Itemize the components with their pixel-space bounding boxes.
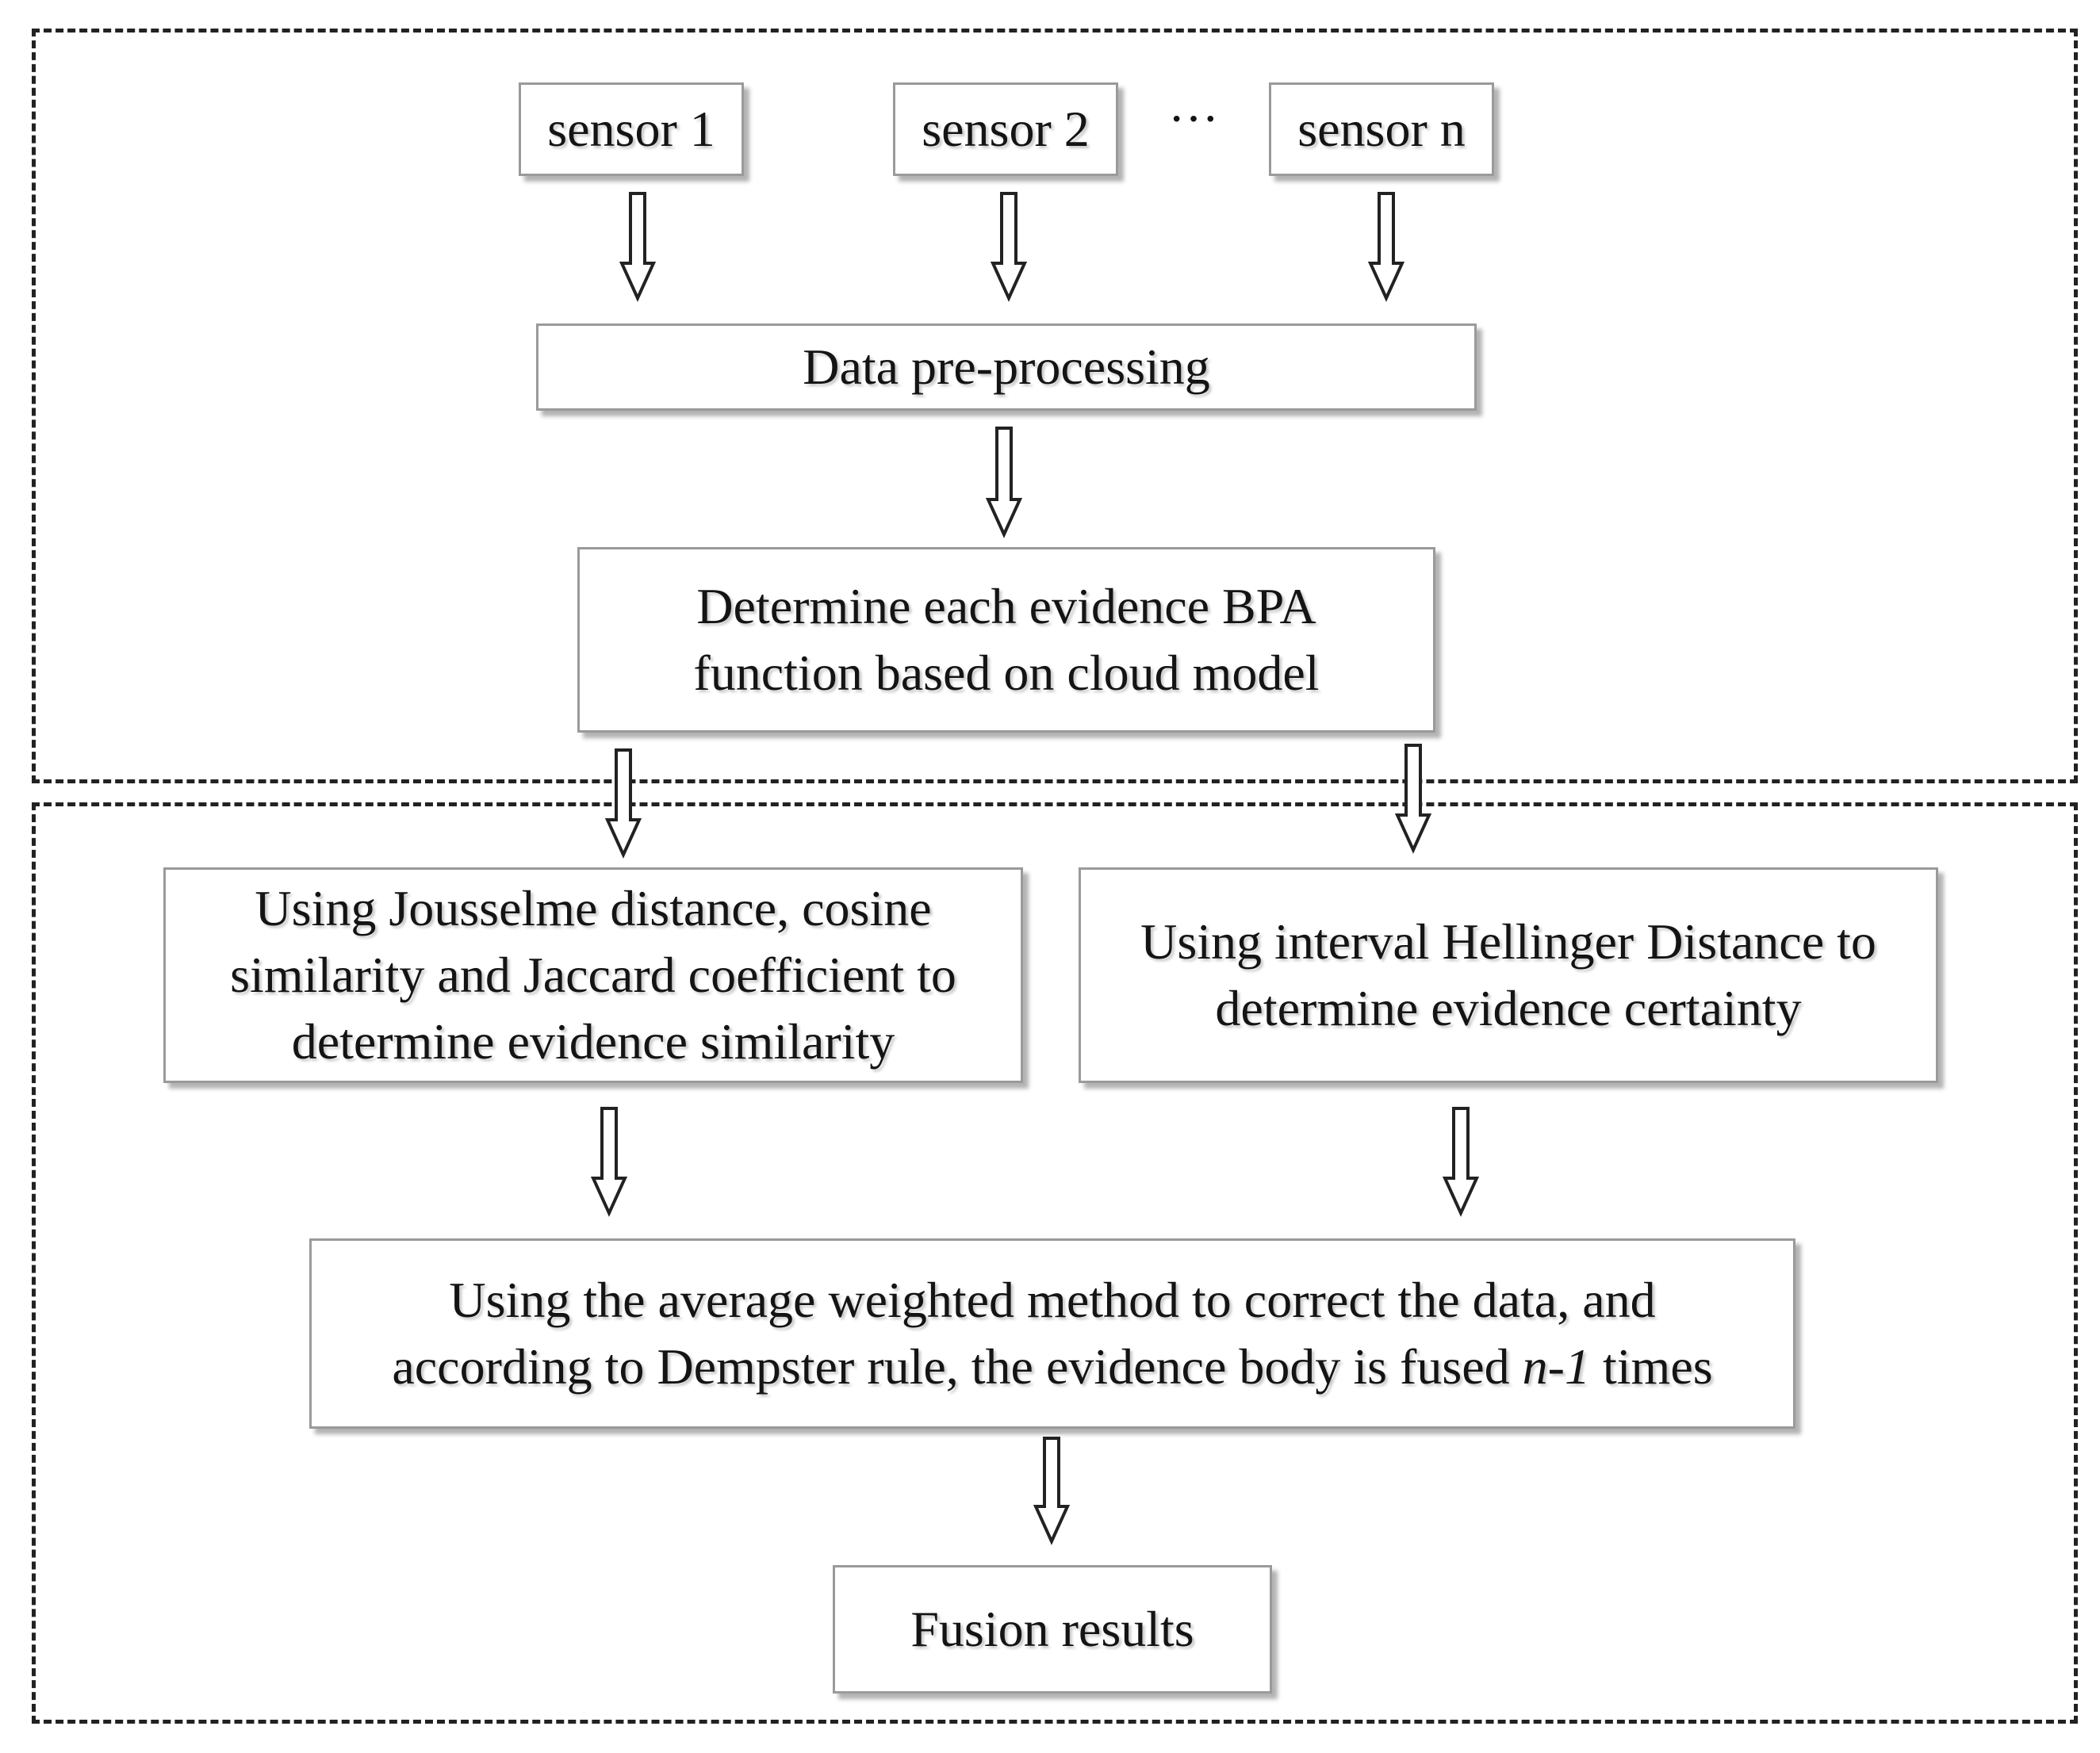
sensor-2-label: sensor 2 <box>922 101 1090 157</box>
arrow-sensor-1-to-preprocessing <box>619 192 657 302</box>
sensor-n-box: sensor n <box>1269 82 1494 176</box>
arrow-preprocessing-to-bpa <box>985 427 1023 538</box>
arrow-sensor-n-to-preprocessing <box>1367 192 1405 302</box>
fusion-results-box: Fusion results <box>833 1565 1272 1694</box>
upper-stage-dashed-frame <box>32 29 2078 783</box>
weighted-correction-line-2-suffix: times <box>1589 1338 1713 1395</box>
sensor-2-box: sensor 2 <box>893 82 1118 176</box>
evidence-similarity-line-3: determine evidence similarity <box>291 1013 895 1070</box>
weighted-correction-line-2: according to Dempster rule, the evidence… <box>392 1334 1712 1400</box>
arrow-similarity-to-correction <box>590 1107 628 1217</box>
arrow-bpa-to-similarity <box>604 748 642 859</box>
sensor-n-label: sensor n <box>1297 101 1466 157</box>
bpa-function-box: Determine each evidence BPA function bas… <box>577 547 1435 733</box>
fusion-results-label: Fusion results <box>910 1601 1194 1657</box>
arrow-certainty-to-correction <box>1442 1107 1480 1217</box>
lower-stage-dashed-frame <box>32 802 2078 1724</box>
arrow-sensor-2-to-preprocessing <box>990 192 1028 302</box>
arrow-bpa-to-certainty <box>1394 744 1432 854</box>
evidence-certainty-line-1: Using interval Hellinger Distance to <box>1140 913 1876 970</box>
evidence-similarity-line-1: Using Jousselme distance, cosine <box>255 880 932 936</box>
evidence-certainty-line-2: determine evidence certainty <box>1215 980 1802 1036</box>
data-preprocessing-box: Data pre-processing <box>536 323 1477 411</box>
evidence-certainty-box: Using interval Hellinger Distance to det… <box>1079 867 1938 1083</box>
more-sensors-ellipsis: ··· <box>1168 90 1219 147</box>
bpa-function-line-2: function based on cloud model <box>693 645 1320 701</box>
evidence-similarity-box: Using Jousselme distance, cosine similar… <box>163 867 1023 1083</box>
sensor-1-label: sensor 1 <box>547 101 715 157</box>
evidence-similarity-line-2: similarity and Jaccard coefficient to <box>230 947 956 1003</box>
fusion-count-expression: n-1 <box>1522 1338 1590 1395</box>
weighted-correction-line-2-prefix: according to Dempster rule, the evidence… <box>392 1338 1523 1395</box>
weighted-correction-line-1: Using the average weighted method to cor… <box>449 1272 1656 1328</box>
data-preprocessing-label: Data pre-processing <box>803 339 1210 395</box>
arrow-correction-to-fusion <box>1033 1437 1071 1545</box>
sensor-1-box: sensor 1 <box>519 82 744 176</box>
weighted-correction-fusion-box: Using the average weighted method to cor… <box>309 1238 1795 1429</box>
bpa-function-line-1: Determine each evidence BPA <box>696 578 1316 634</box>
